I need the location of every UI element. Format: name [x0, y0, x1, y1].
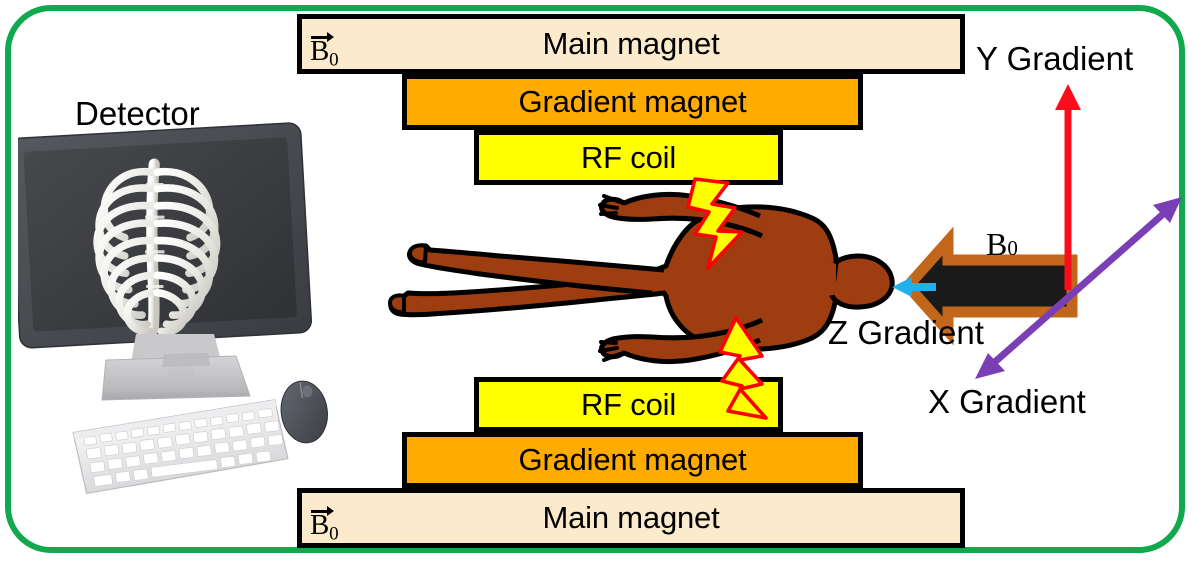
- top-main-magnet-label: Main magnet: [542, 26, 720, 61]
- bottom-rf-coil-box: RF coil: [474, 377, 783, 432]
- bottom-main-magnet-label: Main magnet: [542, 500, 720, 535]
- detector-computer: [8, 120, 338, 500]
- ribcage-render: [93, 158, 221, 336]
- top-gradient-magnet-box: Gradient magnet: [402, 74, 863, 130]
- b0-subscript: 0: [1007, 236, 1018, 260]
- bottom-gradient-magnet-box: Gradient magnet: [402, 432, 863, 488]
- mouse: [280, 380, 328, 444]
- b0-vector-top-main: B0: [310, 32, 339, 71]
- b0-symbol: B: [986, 226, 1008, 262]
- z-gradient-label: Z Gradient: [828, 314, 984, 351]
- b0-arrow-label: B0: [986, 226, 1018, 263]
- top-main-magnet-box: B0 Main magnet: [297, 14, 965, 74]
- monitor-stand: [101, 334, 251, 401]
- detector-label: Detector: [75, 95, 200, 132]
- top-rf-coil-box: RF coil: [474, 130, 783, 185]
- b0-symbol: B: [310, 509, 330, 541]
- b0-subscript: 0: [329, 523, 339, 545]
- keyboard: [72, 399, 289, 495]
- b0-symbol: B: [310, 35, 330, 67]
- bottom-gradient-magnet-label: Gradient magnet: [518, 442, 747, 477]
- vector-arrow-icon: [311, 506, 334, 517]
- top-gradient-magnet-label: Gradient magnet: [518, 84, 747, 119]
- monitor: [8, 122, 313, 349]
- diagram-frame: [5, 5, 1185, 553]
- vector-arrow-icon: [311, 32, 334, 43]
- x-gradient-label: X Gradient: [928, 383, 1086, 420]
- bottom-rf-coil-label: RF coil: [580, 386, 677, 422]
- bottom-main-magnet-box: B0 Main magnet: [297, 488, 965, 548]
- b0-vector-bottom-main: B0: [310, 506, 339, 545]
- b0-subscript: 0: [329, 49, 339, 71]
- y-gradient-label: Y Gradient: [976, 40, 1134, 77]
- top-rf-coil-label: RF coil: [580, 139, 677, 175]
